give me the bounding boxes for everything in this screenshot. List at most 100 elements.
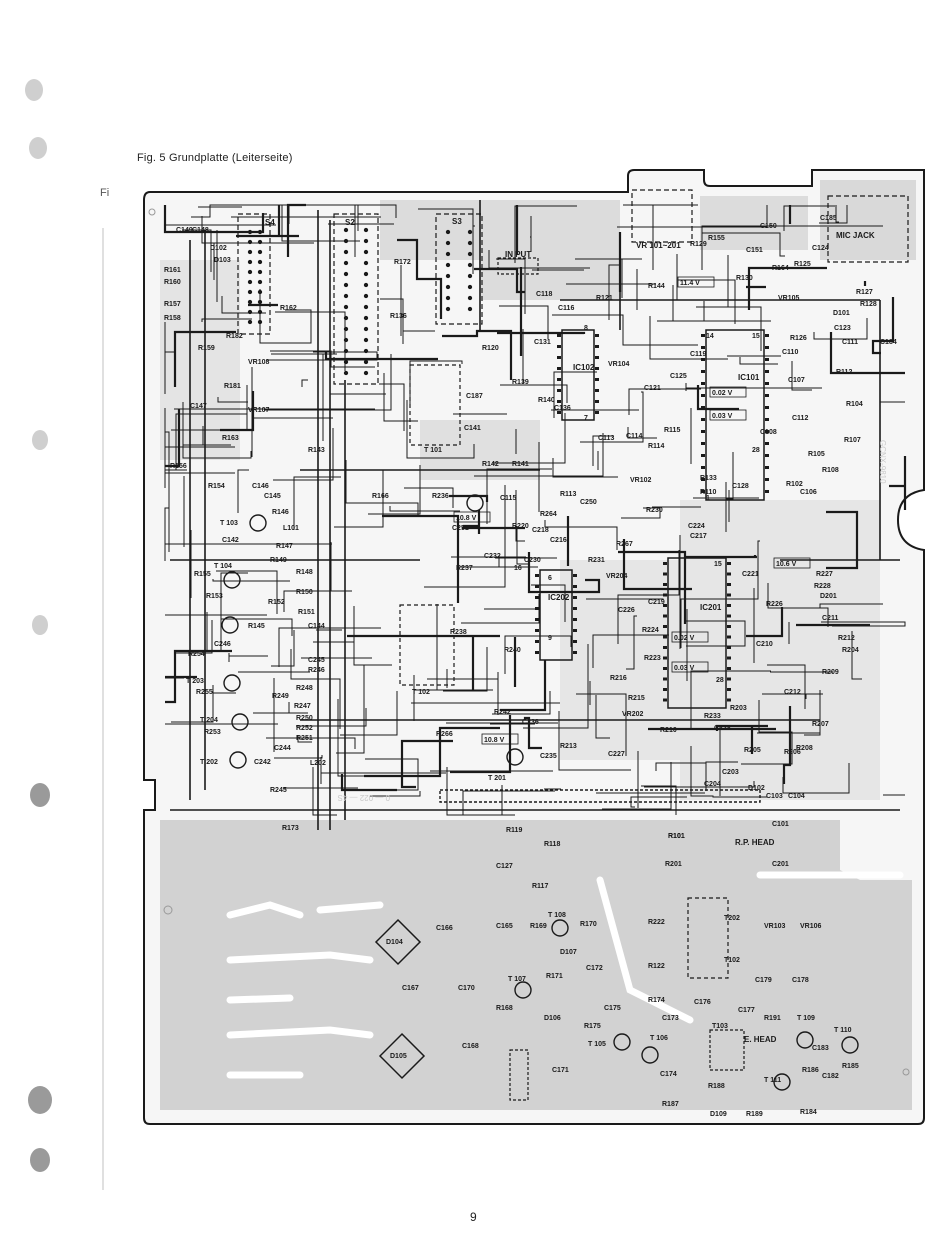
ic-pad [535,585,539,588]
label-r156: R156 [170,463,187,470]
label-r147: R147 [276,543,293,550]
trace [382,514,460,603]
label-r224: R224 [642,627,659,634]
trace [592,634,669,668]
label-c167: C167 [402,985,419,992]
label-r213: R213 [560,743,577,750]
ic-pad [701,406,705,409]
pin-number: 15 [714,561,722,568]
trace [237,469,249,513]
label-r170: R170 [580,921,597,928]
trace [725,452,734,532]
connector-strip: 0 — 022 — 4S [338,789,761,803]
label-r201: R201 [665,861,682,868]
ic-pad [663,688,667,691]
trace [413,675,493,721]
ic-pad [701,370,705,373]
trace [680,540,760,648]
switch-pin [445,306,451,312]
label-r227: R227 [816,571,833,578]
label-r231: R231 [588,557,605,564]
label-c104: C104 [788,793,805,800]
label-c203: C203 [722,769,739,776]
ic-pad [701,466,705,469]
trace [530,216,532,252]
switch-pin [257,259,263,265]
connector-label: 0 — 022 — 4S [338,793,390,802]
voltage-v6: 10.8 V [456,515,477,522]
trace [618,550,687,624]
ic-pad [535,618,539,621]
label-c128: C128 [732,483,749,490]
trace [767,664,806,709]
ic-pad [701,430,705,433]
label-r104: R104 [846,401,863,408]
label-t1102: T102 [724,957,740,964]
label-t103: T 103 [220,520,238,527]
label-r148: R148 [296,569,313,576]
label-c227: C227 [608,751,625,758]
figure-caption: Fig. 5 Grundplatte (Leiterseite) [137,152,293,164]
label-r114: R114 [648,443,664,450]
trace [259,289,312,344]
switch-pin [257,239,263,245]
label-c115: C115 [500,495,516,502]
label-r164: R164 [772,265,789,272]
ic-pad [765,406,769,409]
voltage-v8: 11.4 V [680,280,700,287]
label-r119: R119 [506,827,522,834]
ic-pad [573,574,577,577]
label-r143: R143 [308,447,325,454]
switch-pin [247,239,253,245]
label-r247: R247 [294,703,311,710]
label-vr104: VR104 [608,361,630,368]
label-ic202: IC202 [548,593,570,602]
label-c170: C170 [458,985,475,992]
label-c235: C235 [540,753,557,760]
switch-pin [343,271,349,277]
ic-pad [557,345,561,348]
label-d101: D101 [833,310,850,317]
label-c175: C175 [604,1005,621,1012]
voltage-v1: 0.02 V [712,390,733,397]
label-c101: C101 [772,821,789,828]
label-r154: R154 [208,483,225,490]
ic-pad [765,442,769,445]
label-t104: T 104 [214,563,232,570]
label-r157: R157 [164,301,181,308]
switch-pin [467,229,473,235]
ic-pad [701,418,705,421]
trace [296,708,367,727]
switch-pin [343,326,349,332]
trace [552,458,618,478]
ic-pad [595,334,599,337]
label-c148: C148 [192,227,209,234]
label-c182: C182 [822,1073,839,1080]
ic-pad [663,698,667,702]
label-r152: R152 [268,599,285,606]
label-c165: C165 [496,923,513,930]
label-d104: D104 [386,939,403,946]
trace [301,379,308,387]
ic-pad [557,400,561,403]
switch-pin [247,259,253,265]
ic-pad [663,593,667,597]
trace [271,353,337,441]
switch-pin [257,249,263,255]
label-ic102: IC102 [573,363,595,372]
trace [397,238,443,319]
switch-pin [363,293,369,299]
label-r215: R215 [628,695,645,702]
label-r186: R186 [802,1067,819,1074]
label-r246: R246 [308,667,325,674]
trace [324,352,438,361]
ic-pad [573,629,577,632]
label-r168: R168 [496,1005,513,1012]
label-r248: R248 [296,685,313,692]
trace [782,763,850,794]
label-c110: C110 [782,349,798,356]
pin-number: 7 [584,415,588,422]
switch-pin [363,271,369,277]
trace [171,385,248,431]
switch-pin [343,293,349,299]
